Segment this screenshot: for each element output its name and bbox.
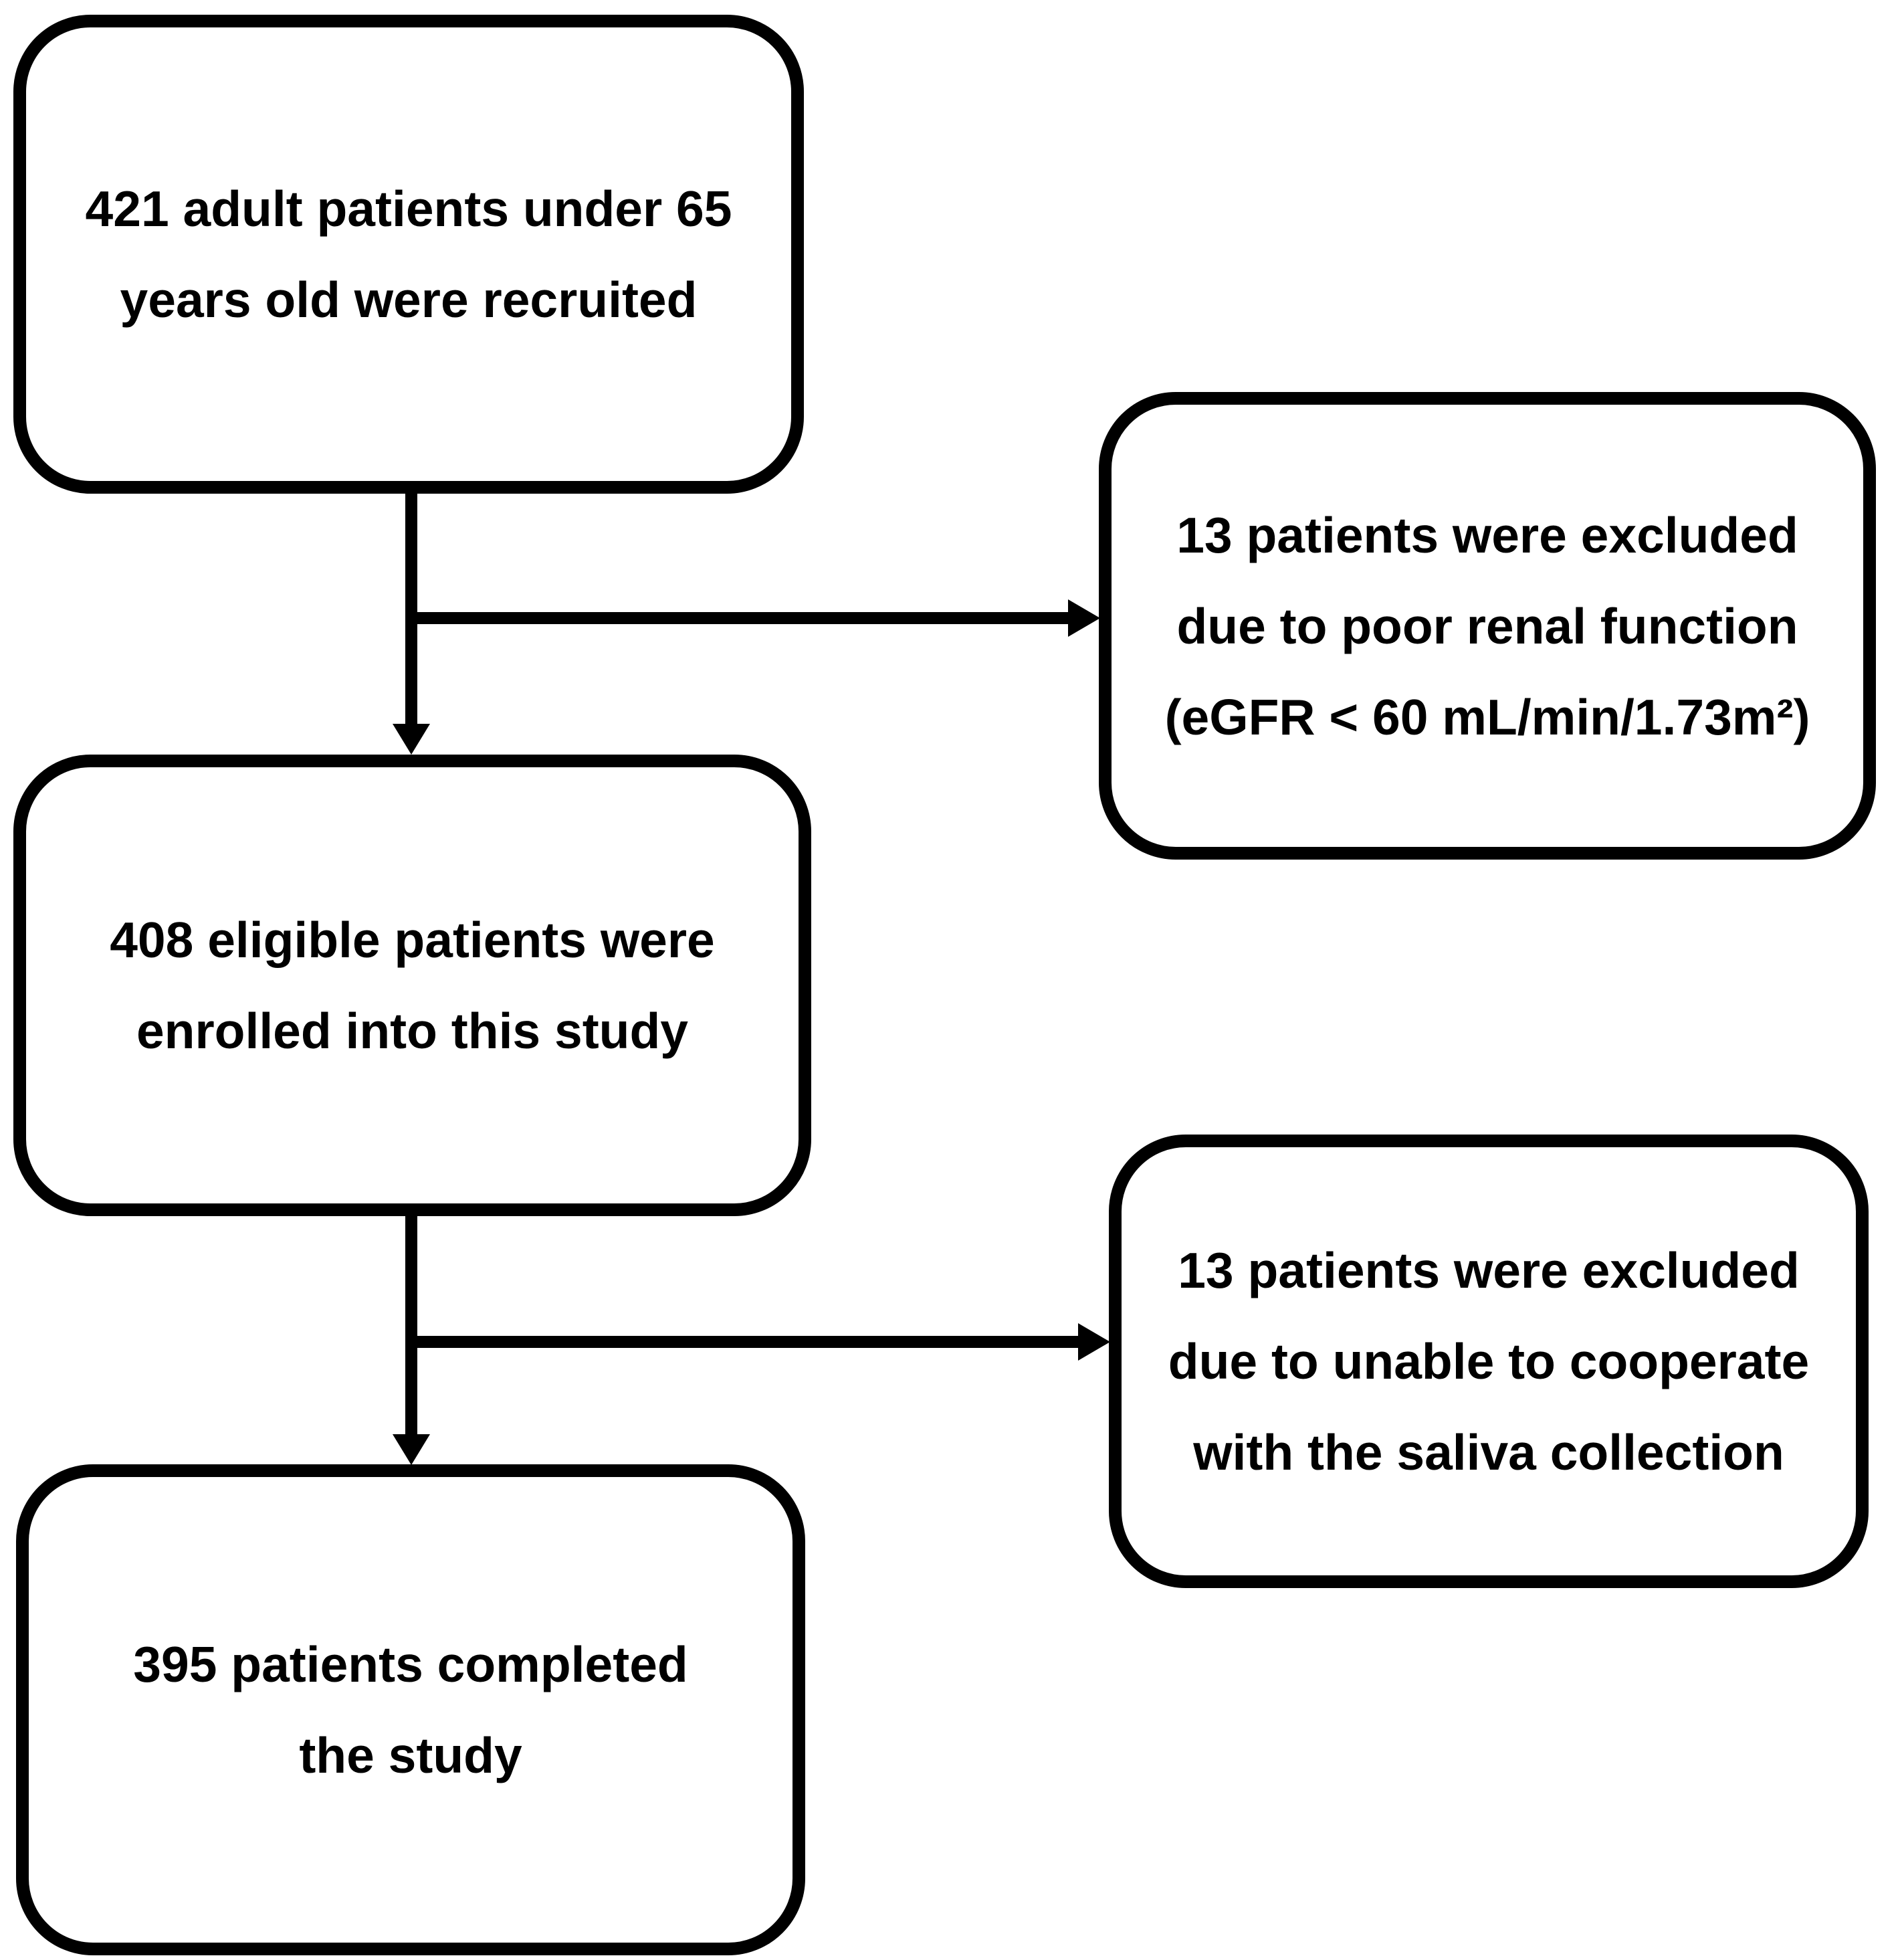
node-completed-text: 395 patients completed the study — [133, 1636, 688, 1783]
node-excluded-renal-text: 13 patients were excluded due to poor re… — [1164, 506, 1810, 745]
connector-recruited-to-excluded-renal-arrowhead — [1068, 599, 1100, 637]
node-enrolled: 408 eligible patients were enrolled into… — [13, 755, 811, 1216]
node-recruited: 421 adult patients under 65 years old we… — [13, 15, 804, 494]
connector-recruited-to-excluded-renal-line — [405, 612, 1068, 624]
connector-enrolled-to-completed-arrowhead — [393, 1434, 430, 1465]
node-excluded-renal: 13 patients were excluded due to poor re… — [1099, 392, 1876, 860]
connector-recruited-to-enrolled-arrowhead — [393, 724, 430, 755]
node-recruited-text: 421 adult patients under 65 years old we… — [85, 181, 732, 328]
connector-enrolled-to-excluded-saliva-arrowhead — [1078, 1323, 1110, 1361]
node-excluded-saliva-text: 13 patients were excluded due to unable … — [1168, 1242, 1810, 1480]
connector-enrolled-to-completed-line — [405, 1213, 417, 1437]
connector-recruited-to-enrolled-line — [405, 492, 417, 728]
node-enrolled-text: 408 eligible patients were enrolled into… — [110, 912, 715, 1059]
node-excluded-saliva: 13 patients were excluded due to unable … — [1109, 1135, 1869, 1588]
connector-enrolled-to-excluded-saliva-line — [405, 1336, 1078, 1348]
node-completed: 395 patients completed the study — [16, 1464, 805, 1955]
